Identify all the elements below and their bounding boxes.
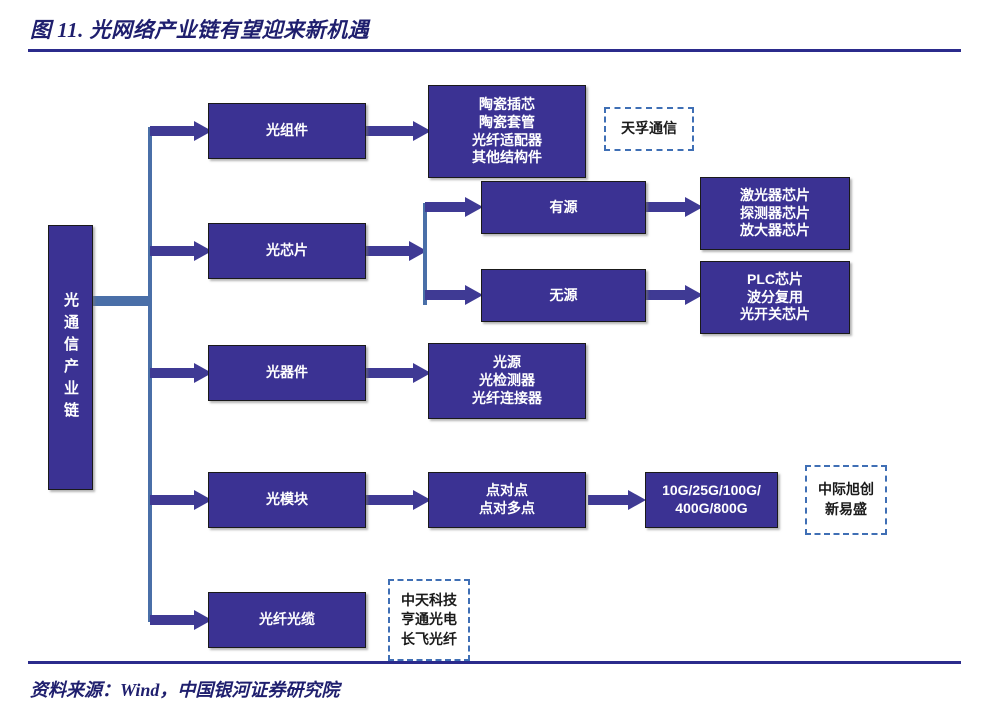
node-guangxinpian[interactable]: 光芯片 [208,223,366,279]
arrow-guangqijian-to-detail [365,363,431,383]
arrow-guangzujian-to-detail [365,121,431,141]
arrow-trunk-to-guangqijian [150,363,212,383]
node-guangmokuai[interactable]: 光模块 [208,472,366,528]
guangxinpian-split-line [423,203,427,305]
footer-rule [28,661,961,664]
node-guangzujian[interactable]: 光组件 [208,103,366,159]
node-guangqijian-detail[interactable]: 光源 光检测器 光纤连接器 [428,343,586,419]
arrow-trunk-to-guangxianguanglan [150,610,212,630]
arrow-youyuan-to-chips [645,197,703,217]
source-note: 资料来源：Wind，中国银河证券研究院 [30,680,340,700]
companies-guangzujian[interactable]: 天孚通信 [604,107,694,151]
page-title: 图 11. 光网络产业链有望迎来新机遇 [30,18,370,42]
arrow-trunk-to-guangzujian [150,121,212,141]
node-youyuan[interactable]: 有源 [481,181,646,234]
header-rule [28,49,961,52]
arrow-wuyuan-to-chips [645,285,703,305]
diagram-canvas: 光通信产业链 光组件 陶瓷插芯 陶瓷套管 光纤适配器 其他结构件 天孚通信 光芯… [0,55,989,661]
arrow-guangxinpian-to-split [365,241,427,261]
arrow-trunk-to-guangxinpian [150,241,212,261]
root-to-trunk-segment [93,296,151,306]
arrow-topology-to-rates [588,490,646,510]
node-guangzujian-detail[interactable]: 陶瓷插芯 陶瓷套管 光纤适配器 其他结构件 [428,85,586,178]
node-root-chain[interactable]: 光通信产业链 [48,225,93,490]
arrow-guangmokuai-to-topology [365,490,431,510]
node-guangqijian[interactable]: 光器件 [208,345,366,401]
arrow-split-to-youyuan [425,197,483,217]
arrow-trunk-to-guangmokuai [150,490,212,510]
node-guangxianguanglan[interactable]: 光纤光缆 [208,592,366,648]
companies-guangxianguanglan[interactable]: 中天科技 亨通光电 长飞光纤 [388,579,470,661]
node-rates[interactable]: 10G/25G/100G/ 400G/800G [645,472,778,528]
node-wuyuan[interactable]: 无源 [481,269,646,322]
node-topology[interactable]: 点对点 点对多点 [428,472,586,528]
arrow-split-to-wuyuan [425,285,483,305]
node-wuyuan-detail[interactable]: PLC芯片 波分复用 光开关芯片 [700,261,850,334]
companies-guangmokuai[interactable]: 中际旭创 新易盛 [805,465,887,535]
node-youyuan-detail[interactable]: 激光器芯片 探测器芯片 放大器芯片 [700,177,850,250]
